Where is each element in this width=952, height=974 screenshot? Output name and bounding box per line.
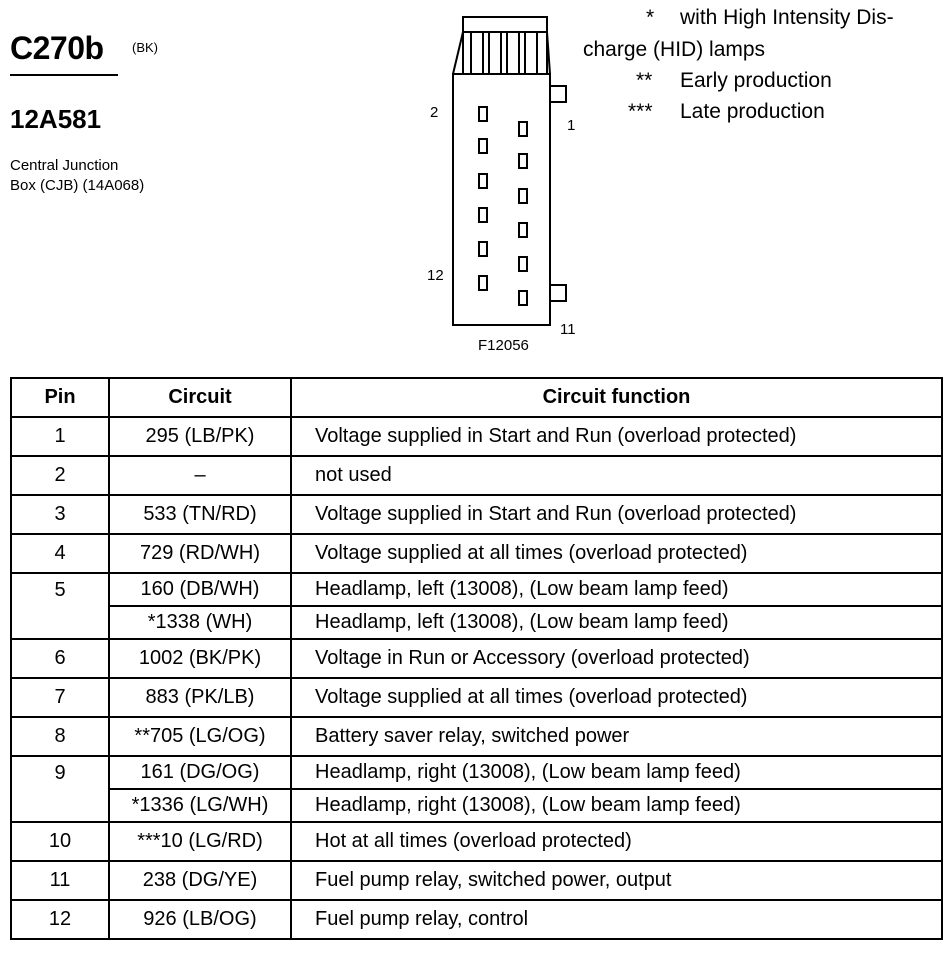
note-text: Early production: [680, 69, 832, 92]
table-row: 10 ***10 (LG/RD) Hot at all times (overl…: [10, 821, 943, 862]
connector-description: Central Junction Box (CJB) (14A068): [10, 156, 144, 196]
table-row: 11 238 (DG/YE) Fuel pump relay, switched…: [10, 860, 943, 901]
function-cell: Voltage supplied in Start and Run (overl…: [290, 494, 943, 535]
pin-label-12: 12: [427, 267, 444, 284]
terminal-cavity: [478, 241, 488, 257]
note-text: charge (HID) lamps: [583, 38, 766, 61]
connector-housing: [452, 73, 551, 326]
column-header-circuit: Circuit: [108, 377, 292, 418]
function-cell: Voltage in Run or Accessory (overload pr…: [290, 638, 943, 679]
terminal-cavity: [518, 188, 528, 204]
table-row: 9 161 (DG/OG) Headlamp, right (13008), (…: [10, 755, 943, 823]
circuit-cell: 238 (DG/YE): [108, 860, 292, 901]
table-row: 4 729 (RD/WH) Voltage supplied at all ti…: [10, 533, 943, 574]
table-row: 7 883 (PK/LB) Voltage supplied at all ti…: [10, 677, 943, 718]
function-cell: Headlamp, right (13008), (Low beam lamp …: [290, 788, 943, 823]
pin-cell: 10: [10, 821, 110, 862]
table-row: 5 160 (DB/WH) Headlamp, left (13008), (L…: [10, 572, 943, 640]
terminal-cavity: [518, 256, 528, 272]
column-header-function: Circuit function: [290, 377, 943, 418]
pin-cell: 2: [10, 455, 110, 496]
pin-label-11: 11: [560, 321, 576, 338]
table-row: 2 – not used: [10, 455, 943, 496]
circuit-cell: 729 (RD/WH): [108, 533, 292, 574]
circuit-cell: *1338 (WH): [108, 605, 292, 640]
note-mark: *: [646, 6, 655, 29]
connector-face-diagram: [452, 16, 567, 326]
table-row: 6 1002 (BK/PK) Voltage in Run or Accesso…: [10, 638, 943, 679]
note-text: Late production: [680, 100, 825, 123]
circuit-cell: –: [108, 455, 292, 496]
function-cell: Headlamp, left (13008), (Low beam lamp f…: [290, 572, 943, 607]
pin-cell: 5: [10, 572, 110, 640]
terminal-cavity: [518, 290, 528, 306]
pin-cell: 12: [10, 899, 110, 940]
terminal-cavity: [478, 106, 488, 122]
function-cell: Hot at all times (overload protected): [290, 821, 943, 862]
pin-cell: 3: [10, 494, 110, 535]
terminal-cavity: [478, 138, 488, 154]
terminal-cavity: [518, 222, 528, 238]
circuit-cell: 926 (LB/OG): [108, 899, 292, 940]
terminal-cavity: [518, 153, 528, 169]
connector-code-underline: [10, 74, 118, 76]
table-subrow: *1338 (WH) Headlamp, left (13008), (Low …: [11, 605, 943, 640]
pin-cell: 9: [10, 755, 110, 823]
terminal-cavity: [518, 121, 528, 137]
pin-label-2: 2: [430, 104, 439, 121]
terminal-cavity: [478, 207, 488, 223]
table-subrow: *1336 (LG/WH) Headlamp, right (13008), (…: [11, 788, 943, 823]
note-mark: ***: [628, 100, 653, 123]
pin-cell: 11: [10, 860, 110, 901]
function-cell: Voltage supplied at all times (overload …: [290, 677, 943, 718]
pinout-table: Pin Circuit Circuit function 1 295 (LB/P…: [10, 377, 943, 940]
pin-cell: 4: [10, 533, 110, 574]
function-cell: Fuel pump relay, control: [290, 899, 943, 940]
connector-code: C270b: [10, 30, 104, 66]
circuit-cell: 161 (DG/OG): [108, 755, 292, 790]
circuit-cell: *1336 (LG/WH): [108, 788, 292, 823]
function-cell: Headlamp, right (13008), (Low beam lamp …: [290, 755, 943, 790]
connector-latch: [462, 16, 548, 75]
pin-label-1: 1: [567, 117, 576, 134]
function-cell: Headlamp, left (13008), (Low beam lamp f…: [290, 605, 943, 640]
pin-cell: 1: [10, 416, 110, 457]
table-row: 8 **705 (LG/OG) Battery saver relay, swi…: [10, 716, 943, 757]
table-row: 1 295 (LB/PK) Voltage supplied in Start …: [10, 416, 943, 457]
figure-caption: F12056: [478, 337, 529, 354]
circuit-cell: **705 (LG/OG): [108, 716, 292, 757]
function-cell: not used: [290, 455, 943, 496]
terminal-cavity: [478, 173, 488, 189]
pin-cell: 8: [10, 716, 110, 757]
table-header-row: Pin Circuit Circuit function: [10, 377, 943, 418]
note-mark: **: [636, 69, 653, 92]
function-cell: Voltage supplied at all times (overload …: [290, 533, 943, 574]
column-header-pin: Pin: [10, 377, 110, 418]
pin-cell: 7: [10, 677, 110, 718]
key-tab-bottom: [549, 284, 567, 302]
circuit-cell: ***10 (LG/RD): [108, 821, 292, 862]
table-row: 12 926 (LB/OG) Fuel pump relay, control: [10, 899, 943, 940]
part-number: 12A581: [10, 104, 102, 134]
description-line: Box (CJB) (14A068): [10, 177, 145, 194]
note-text: with High Intensity Dis-: [680, 6, 894, 29]
function-cell: Voltage supplied in Start and Run (overl…: [290, 416, 943, 457]
function-cell: Battery saver relay, switched power: [290, 716, 943, 757]
description-line: Central Junction: [10, 157, 119, 174]
circuit-cell: 160 (DB/WH): [108, 572, 292, 607]
circuit-cell: 1002 (BK/PK): [108, 638, 292, 679]
table-row: 3 533 (TN/RD) Voltage supplied in Start …: [10, 494, 943, 535]
connector-color: (BK): [132, 40, 158, 55]
key-tab-top: [549, 85, 567, 103]
circuit-cell: 533 (TN/RD): [108, 494, 292, 535]
terminal-cavity: [478, 275, 488, 291]
circuit-cell: 883 (PK/LB): [108, 677, 292, 718]
pin-cell: 6: [10, 638, 110, 679]
function-cell: Fuel pump relay, switched power, output: [290, 860, 943, 901]
circuit-cell: 295 (LB/PK): [108, 416, 292, 457]
